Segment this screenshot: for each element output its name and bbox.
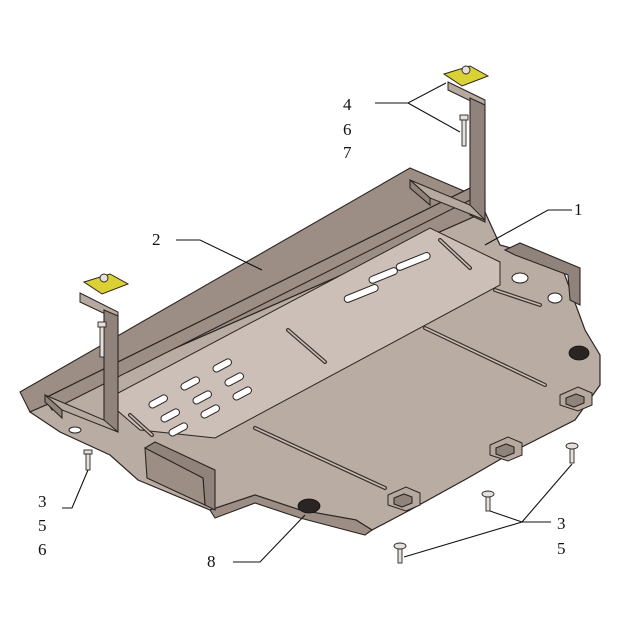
vent-slots-center bbox=[343, 252, 431, 303]
callout-5-left: 5 bbox=[38, 516, 47, 535]
callout-3-left: 3 bbox=[38, 492, 47, 511]
callout-1: 1 bbox=[574, 200, 583, 219]
leader-lines bbox=[62, 82, 573, 563]
center-panel bbox=[104, 227, 501, 439]
callout-5-right: 5 bbox=[557, 539, 566, 558]
stamped-grooves bbox=[128, 238, 547, 490]
drain-plug-8 bbox=[297, 498, 321, 514]
callout-2: 2 bbox=[152, 230, 161, 249]
mount-hole bbox=[68, 426, 82, 434]
front-skirt bbox=[209, 494, 373, 536]
loose-bolts bbox=[83, 442, 579, 564]
left-front-bracket-face bbox=[144, 447, 206, 506]
callout-6-left: 6 bbox=[38, 540, 47, 559]
clip-tabs bbox=[387, 386, 593, 512]
callout-7: 7 bbox=[343, 143, 352, 162]
drain-plug bbox=[568, 345, 590, 361]
callout-4: 4 bbox=[343, 95, 352, 114]
vent-slots-left bbox=[148, 358, 252, 437]
callout-8: 8 bbox=[207, 552, 216, 571]
right-rear-bracket bbox=[503, 242, 581, 306]
callout-6-top: 6 bbox=[343, 120, 352, 139]
right-mount-arm bbox=[409, 65, 490, 223]
mount-hole bbox=[511, 272, 529, 284]
left-mount-arm bbox=[44, 273, 130, 433]
callout-3-right: 3 bbox=[557, 514, 566, 533]
mount-hole bbox=[547, 292, 563, 304]
